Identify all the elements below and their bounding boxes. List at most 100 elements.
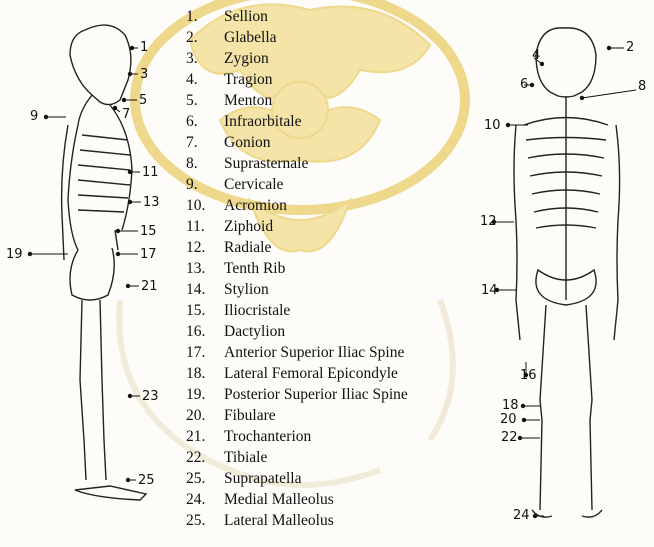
callout-label: 23 xyxy=(142,390,159,404)
callout-label: 4 xyxy=(532,49,540,63)
legend-item: 24.Medial Malleolus xyxy=(186,489,334,510)
legend-number: 8. xyxy=(186,153,224,174)
legend-item: 18.Lateral Femoral Epicondyle xyxy=(186,363,398,384)
legend-item: 13.Tenth Rib xyxy=(186,258,285,279)
callout-label: 1 xyxy=(140,41,148,55)
legend-item: 9.Cervicale xyxy=(186,174,283,195)
legend-item: 8.Suprasternale xyxy=(186,153,308,174)
callout-label: 7 xyxy=(122,108,130,122)
legend-landmark-name: Tragion xyxy=(224,69,273,90)
legend-landmark-name: Sellion xyxy=(224,6,268,27)
front-view-skeleton xyxy=(454,0,654,547)
legend-landmark-name: Fibulare xyxy=(224,405,276,426)
legend-landmark-name: Acromion xyxy=(224,195,287,216)
legend-item: 17.Anterior Superior Iliac Spine xyxy=(186,342,404,363)
legend-landmark-name: Lateral Femoral Epicondyle xyxy=(224,363,398,384)
callout-label: 18 xyxy=(502,399,519,413)
legend-landmark-name: Dactylion xyxy=(224,321,285,342)
legend-item: 7.Gonion xyxy=(186,132,271,153)
legend-item: 16.Dactylion xyxy=(186,321,285,342)
callout-label: 15 xyxy=(140,225,157,239)
legend-landmark-name: Iliocristale xyxy=(224,300,290,321)
callout-label: 21 xyxy=(141,280,158,294)
side-view-skeleton xyxy=(0,0,200,547)
callout-label: 11 xyxy=(142,166,159,180)
legend-number: 9. xyxy=(186,174,224,195)
callout-label: 17 xyxy=(140,248,157,262)
legend-landmark-name: Medial Malleolus xyxy=(224,489,334,510)
legend-number: 24. xyxy=(186,489,224,510)
legend-landmark-name: Cervicale xyxy=(224,174,283,195)
legend-landmark-name: Infraorbitale xyxy=(224,111,301,132)
legend-item: 22.Tibiale xyxy=(186,447,267,468)
callout-label: 14 xyxy=(481,284,498,298)
legend-number: 1. xyxy=(186,6,224,27)
legend-number: 7. xyxy=(186,132,224,153)
legend-landmark-name: Radiale xyxy=(224,237,271,258)
legend-item: 25.Suprapatella xyxy=(186,468,301,489)
legend-item: 1.Sellion xyxy=(186,6,268,27)
legend-item: 2.Glabella xyxy=(186,27,277,48)
legend-number: 14. xyxy=(186,279,224,300)
legend-number: 5. xyxy=(186,90,224,111)
legend-landmark-name: Suprapatella xyxy=(224,468,301,489)
legend-item: 5.Menton xyxy=(186,90,272,111)
legend-number: 15. xyxy=(186,300,224,321)
callout-label: 8 xyxy=(638,80,646,94)
legend-item: 10.Acromion xyxy=(186,195,287,216)
legend-item: 14.Stylion xyxy=(186,279,269,300)
legend-number: 17. xyxy=(186,342,224,363)
legend-number: 4. xyxy=(186,69,224,90)
legend-number: 18. xyxy=(186,363,224,384)
legend-landmark-name: Stylion xyxy=(224,279,269,300)
legend-number: 11. xyxy=(186,216,224,237)
legend-number: 16. xyxy=(186,321,224,342)
legend-landmark-name: Menton xyxy=(224,90,272,111)
callout-label: 25 xyxy=(138,474,155,488)
legend-item: 11.Ziphoid xyxy=(186,216,273,237)
legend-landmark-name: Zygion xyxy=(224,48,269,69)
legend-landmark-name: Ziphoid xyxy=(224,216,273,237)
legend-number: 2. xyxy=(186,27,224,48)
legend-number: 12. xyxy=(186,237,224,258)
legend-landmark-name: Posterior Superior Iliac Spine xyxy=(224,384,408,405)
callout-label: 13 xyxy=(143,196,160,210)
legend-number: 20. xyxy=(186,405,224,426)
legend-landmark-name: Glabella xyxy=(224,27,277,48)
legend-number: 22. xyxy=(186,447,224,468)
callout-label: 2 xyxy=(626,41,634,55)
legend-landmark-name: Tibiale xyxy=(224,447,267,468)
legend-number: 25. xyxy=(186,510,224,531)
callout-label: 5 xyxy=(139,94,147,108)
legend-number: 25. xyxy=(186,468,224,489)
callout-label: 6 xyxy=(520,78,528,92)
legend-landmark-name: Trochanterion xyxy=(224,426,311,447)
callout-label: 9 xyxy=(30,110,38,124)
callout-label: 3 xyxy=(140,68,148,82)
callout-label: 19 xyxy=(6,248,23,262)
legend-item: 12.Radiale xyxy=(186,237,271,258)
legend-item: 4.Tragion xyxy=(186,69,273,90)
legend-item: 25.Lateral Malleolus xyxy=(186,510,334,531)
callout-label: 24 xyxy=(513,509,530,523)
legend-number: 3. xyxy=(186,48,224,69)
legend-item: 21.Trochanterion xyxy=(186,426,311,447)
callout-label: 16 xyxy=(520,369,537,383)
legend-number: 6. xyxy=(186,111,224,132)
callout-label: 22 xyxy=(501,431,518,445)
legend-number: 10. xyxy=(186,195,224,216)
legend-item: 19.Posterior Superior Iliac Spine xyxy=(186,384,408,405)
legend-landmark-name: Lateral Malleolus xyxy=(224,510,334,531)
callout-label: 20 xyxy=(500,413,517,427)
legend-number: 13. xyxy=(186,258,224,279)
legend-landmark-name: Suprasternale xyxy=(224,153,308,174)
legend-landmark-name: Gonion xyxy=(224,132,271,153)
legend-item: 3.Zygion xyxy=(186,48,269,69)
legend-number: 19. xyxy=(186,384,224,405)
legend-landmark-name: Tenth Rib xyxy=(224,258,285,279)
legend-item: 6.Infraorbitale xyxy=(186,111,301,132)
legend-item: 20.Fibulare xyxy=(186,405,276,426)
callout-label: 12 xyxy=(480,215,497,229)
legend-landmark-name: Anterior Superior Iliac Spine xyxy=(224,342,404,363)
